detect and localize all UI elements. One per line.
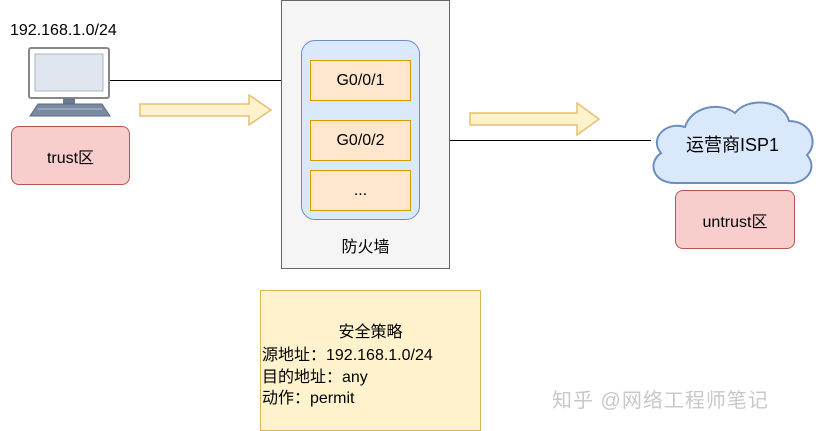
pc-to-g001-line: [110, 80, 310, 81]
policy-destination-address: 目的地址：any: [262, 369, 368, 386]
trust-zone-box: trust区: [11, 126, 130, 185]
policy-title: 安全策略: [338, 324, 403, 341]
g002-to-isp-line: [411, 140, 651, 141]
security-policy-box: 安全策略 源地址：192.168.1.0/24 目的地址：any 动作：perm…: [260, 290, 481, 431]
computer-icon: [28, 46, 112, 118]
port-g001-label: G0/0/1: [336, 71, 385, 89]
trust-zone-label: trust区: [46, 149, 95, 167]
policy-source-address: 源地址：192.168.1.0/24: [262, 347, 433, 364]
port-more: ...: [310, 170, 411, 211]
traffic-arrow-right: [469, 101, 601, 137]
firewall-label: 防火墙: [341, 239, 390, 256]
port-g002-label: G0/0/2: [336, 131, 385, 149]
watermark: 知乎 @网络工程师笔记: [552, 390, 769, 412]
isp-label: 运营商ISP1: [685, 135, 780, 155]
port-g001: G0/0/1: [310, 60, 411, 101]
port-more-label: ...: [353, 181, 368, 199]
untrust-zone-label: untrust区: [702, 213, 768, 231]
untrust-zone-box: untrust区: [675, 190, 795, 249]
policy-action: 动作：permit: [262, 390, 355, 407]
subnet-label: 192.168.1.0/24: [10, 22, 117, 39]
traffic-arrow-left: [139, 93, 273, 127]
port-g002: G0/0/2: [310, 120, 411, 161]
cloud-icon: [645, 95, 820, 190]
